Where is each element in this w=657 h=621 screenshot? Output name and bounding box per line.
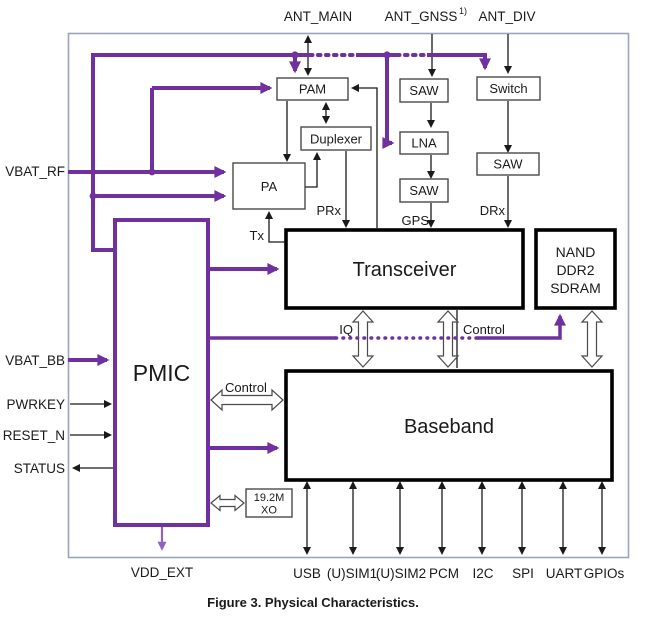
baseband-box bbox=[284, 369, 614, 482]
ant-gnss-note: 1) bbox=[459, 6, 467, 16]
iq-control-label: Control bbox=[463, 322, 505, 337]
antenna-labels: ANT_MAIN ANT_GNSS 1) ANT_DIV bbox=[284, 6, 536, 24]
lna-label: LNA bbox=[411, 136, 437, 151]
pmic-label: PMIC bbox=[133, 360, 191, 386]
saw-gps-box bbox=[399, 178, 449, 203]
rail-to-lna bbox=[382, 55, 395, 149]
transceiver-to-pam-line bbox=[351, 84, 378, 228]
reset-n-label: RESET_N bbox=[3, 428, 65, 443]
module-boundary bbox=[67, 32, 630, 559]
rf-chain-lines bbox=[265, 84, 512, 368]
switch-box bbox=[476, 76, 541, 101]
ant-gnss-label: ANT_GNSS bbox=[385, 9, 458, 24]
gps-label: GPS bbox=[402, 213, 430, 228]
memory-bus-arrow bbox=[580, 310, 604, 368]
power-to-memory bbox=[477, 313, 566, 340]
vbat-bb-label: VBAT_BB bbox=[5, 353, 65, 368]
bottom-pin-lines bbox=[303, 481, 606, 555]
transceiver-box bbox=[284, 228, 525, 310]
pmic-control-arrow bbox=[210, 388, 284, 412]
pmic-top-rail bbox=[91, 53, 310, 252]
saw-div-box bbox=[476, 152, 540, 176]
saw-gnss-label: SAW bbox=[409, 83, 439, 98]
spi-label: SPI bbox=[512, 566, 534, 581]
pcm-label: PCM bbox=[429, 566, 459, 581]
pmic-control-label: Control bbox=[225, 380, 267, 395]
rf-blocks bbox=[232, 76, 541, 518]
duplexer-label: Duplexer bbox=[310, 132, 363, 147]
pmic-xo-arrow bbox=[210, 494, 245, 512]
gpios-label: GPIOs bbox=[584, 566, 625, 581]
rail-to-switch bbox=[427, 53, 491, 71]
saw-gps-label: SAW bbox=[409, 183, 439, 198]
xo-label-line1: 19.2M bbox=[254, 492, 285, 504]
vdd-ext-label: VDD_EXT bbox=[131, 565, 193, 580]
junction-dot-4 bbox=[383, 51, 391, 59]
baseband-label: Baseband bbox=[404, 416, 494, 438]
figure-caption: Figure 3. Physical Characteristics. bbox=[207, 595, 419, 610]
prx-label: PRx bbox=[316, 203, 341, 218]
bottom-pin-labels: VDD_EXT USB (U)SIM1 (U)SIM2 PCM I2C SPI … bbox=[131, 565, 625, 581]
pam-box bbox=[276, 77, 349, 101]
memory-box bbox=[534, 228, 617, 310]
tx-line bbox=[265, 211, 286, 243]
memory-label-line1: NAND bbox=[556, 244, 596, 260]
duplexer-box bbox=[300, 126, 372, 151]
usb-label: USB bbox=[293, 566, 321, 581]
saw-gnss-box bbox=[399, 78, 449, 103]
pa-box bbox=[232, 162, 306, 210]
switch-label: Switch bbox=[489, 81, 527, 96]
usim1-label: (U)SIM1 bbox=[327, 566, 377, 581]
uart-label: UART bbox=[546, 566, 583, 581]
saw-div-label: SAW bbox=[493, 157, 523, 172]
xo-label-line2: XO bbox=[261, 505, 277, 517]
i2c-label: I2C bbox=[472, 566, 493, 581]
vbat-rf-label: VBAT_RF bbox=[5, 164, 65, 179]
usim2-label: (U)SIM2 bbox=[376, 566, 426, 581]
ant-div-label: ANT_DIV bbox=[478, 9, 535, 24]
junction-dot-1 bbox=[148, 168, 156, 176]
pam-label: PAM bbox=[299, 82, 326, 97]
junction-dot-3 bbox=[291, 51, 299, 59]
pwrkey-label: PWRKEY bbox=[6, 397, 65, 412]
main-blocks bbox=[113, 218, 617, 527]
xo-box bbox=[245, 488, 293, 518]
left-pin-labels: VBAT_RF VBAT_BB PWRKEY RESET_N STATUS bbox=[3, 164, 65, 476]
power-routing bbox=[68, 51, 566, 454]
pa-label: PA bbox=[261, 179, 278, 194]
memory-label-line2: DDR2 bbox=[556, 262, 594, 278]
ant-main-label: ANT_MAIN bbox=[284, 9, 352, 24]
tx-label: Tx bbox=[250, 228, 265, 243]
left-pin-lines bbox=[70, 400, 113, 472]
signal-labels: Tx PRx GPS DRx IQ Control Control bbox=[225, 203, 505, 395]
pmic-box bbox=[113, 218, 210, 527]
status-label: STATUS bbox=[14, 461, 65, 476]
block-labels: PAM Duplexer PA SAW LNA SAW Switch SAW T… bbox=[133, 81, 601, 517]
iq-label: IQ bbox=[339, 322, 353, 337]
junction-dot-2 bbox=[89, 192, 97, 200]
transceiver-label: Transceiver bbox=[353, 259, 457, 281]
pa-to-duplexer-line bbox=[305, 152, 321, 188]
memory-label-line3: SDRAM bbox=[550, 280, 601, 296]
drx-label: DRx bbox=[480, 203, 506, 218]
lna-box bbox=[399, 131, 449, 155]
